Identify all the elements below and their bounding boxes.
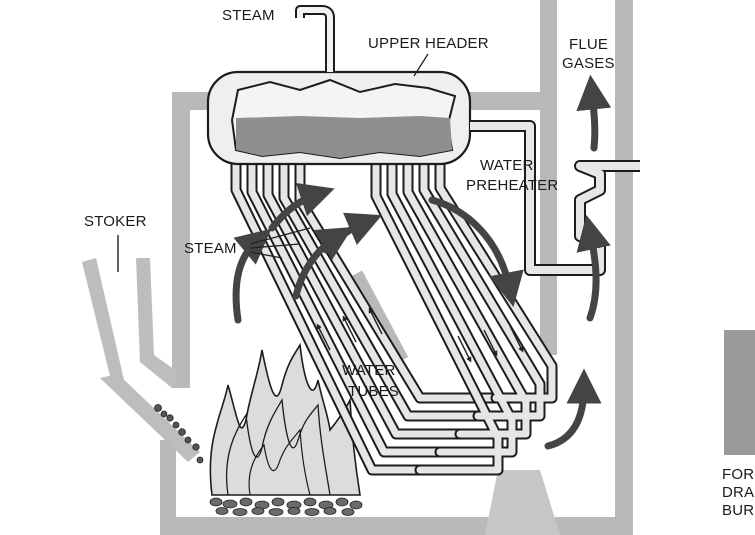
floor: [160, 517, 630, 535]
flue-gases-label-line1: FLUE: [569, 36, 609, 53]
forced-draft-label-line1: FOR: [722, 466, 755, 483]
water-tubes-rear: [370, 154, 558, 476]
water-tubes-front: [230, 154, 502, 476]
left-wall-upper: [172, 92, 190, 388]
upper-header-drum: [206, 70, 472, 166]
tube-flow-arrows: [316, 307, 524, 363]
gas-arrow-left: [232, 228, 272, 324]
coal-pieces: [154, 404, 204, 464]
baffle-wall: [349, 270, 409, 364]
gas-flow-arrows: [232, 74, 612, 450]
upper-header-label: UPPER HEADER: [368, 35, 489, 52]
top-wall-left: [172, 92, 212, 110]
gas-arrow-rear-down: [428, 196, 524, 308]
back-hopper: [485, 470, 560, 535]
gas-arrow-tubes-1: [268, 182, 335, 232]
gas-arrow-flue-top: [576, 74, 612, 152]
steam-tubes-label: STEAM: [184, 240, 237, 257]
stoker-chute: [82, 258, 200, 462]
gas-arrow-tubes-3: [322, 212, 383, 254]
forced-draft-box: [724, 330, 755, 455]
flue-right-wall: [615, 0, 633, 535]
drum-water: [236, 116, 452, 158]
water-preheater-label-line1: WATER: [480, 157, 534, 174]
steam-pipe: [295, 5, 335, 72]
stoker-label: STOKER: [84, 213, 147, 230]
steam-outlet-label: STEAM: [222, 7, 275, 24]
forced-draft-label-line2: DRA: [722, 484, 755, 501]
top-wall-right: [468, 92, 553, 110]
leader-lines: [249, 53, 429, 259]
flue-gases-label-line2: GASES: [562, 55, 615, 72]
fire: [209, 342, 363, 516]
forced-draft-label-line3: BUR: [722, 502, 755, 519]
fire-bed: [209, 497, 363, 516]
gas-arrow-bottom: [544, 368, 602, 450]
water-preheater-label-line2: PREHEATER: [466, 177, 559, 194]
water-tubes-label-line2: TUBES: [348, 383, 400, 400]
left-wall-lower: [160, 440, 176, 535]
gas-arrow-flue-mid: [576, 214, 611, 322]
water-tubes-label-line1: WATER: [342, 362, 396, 379]
